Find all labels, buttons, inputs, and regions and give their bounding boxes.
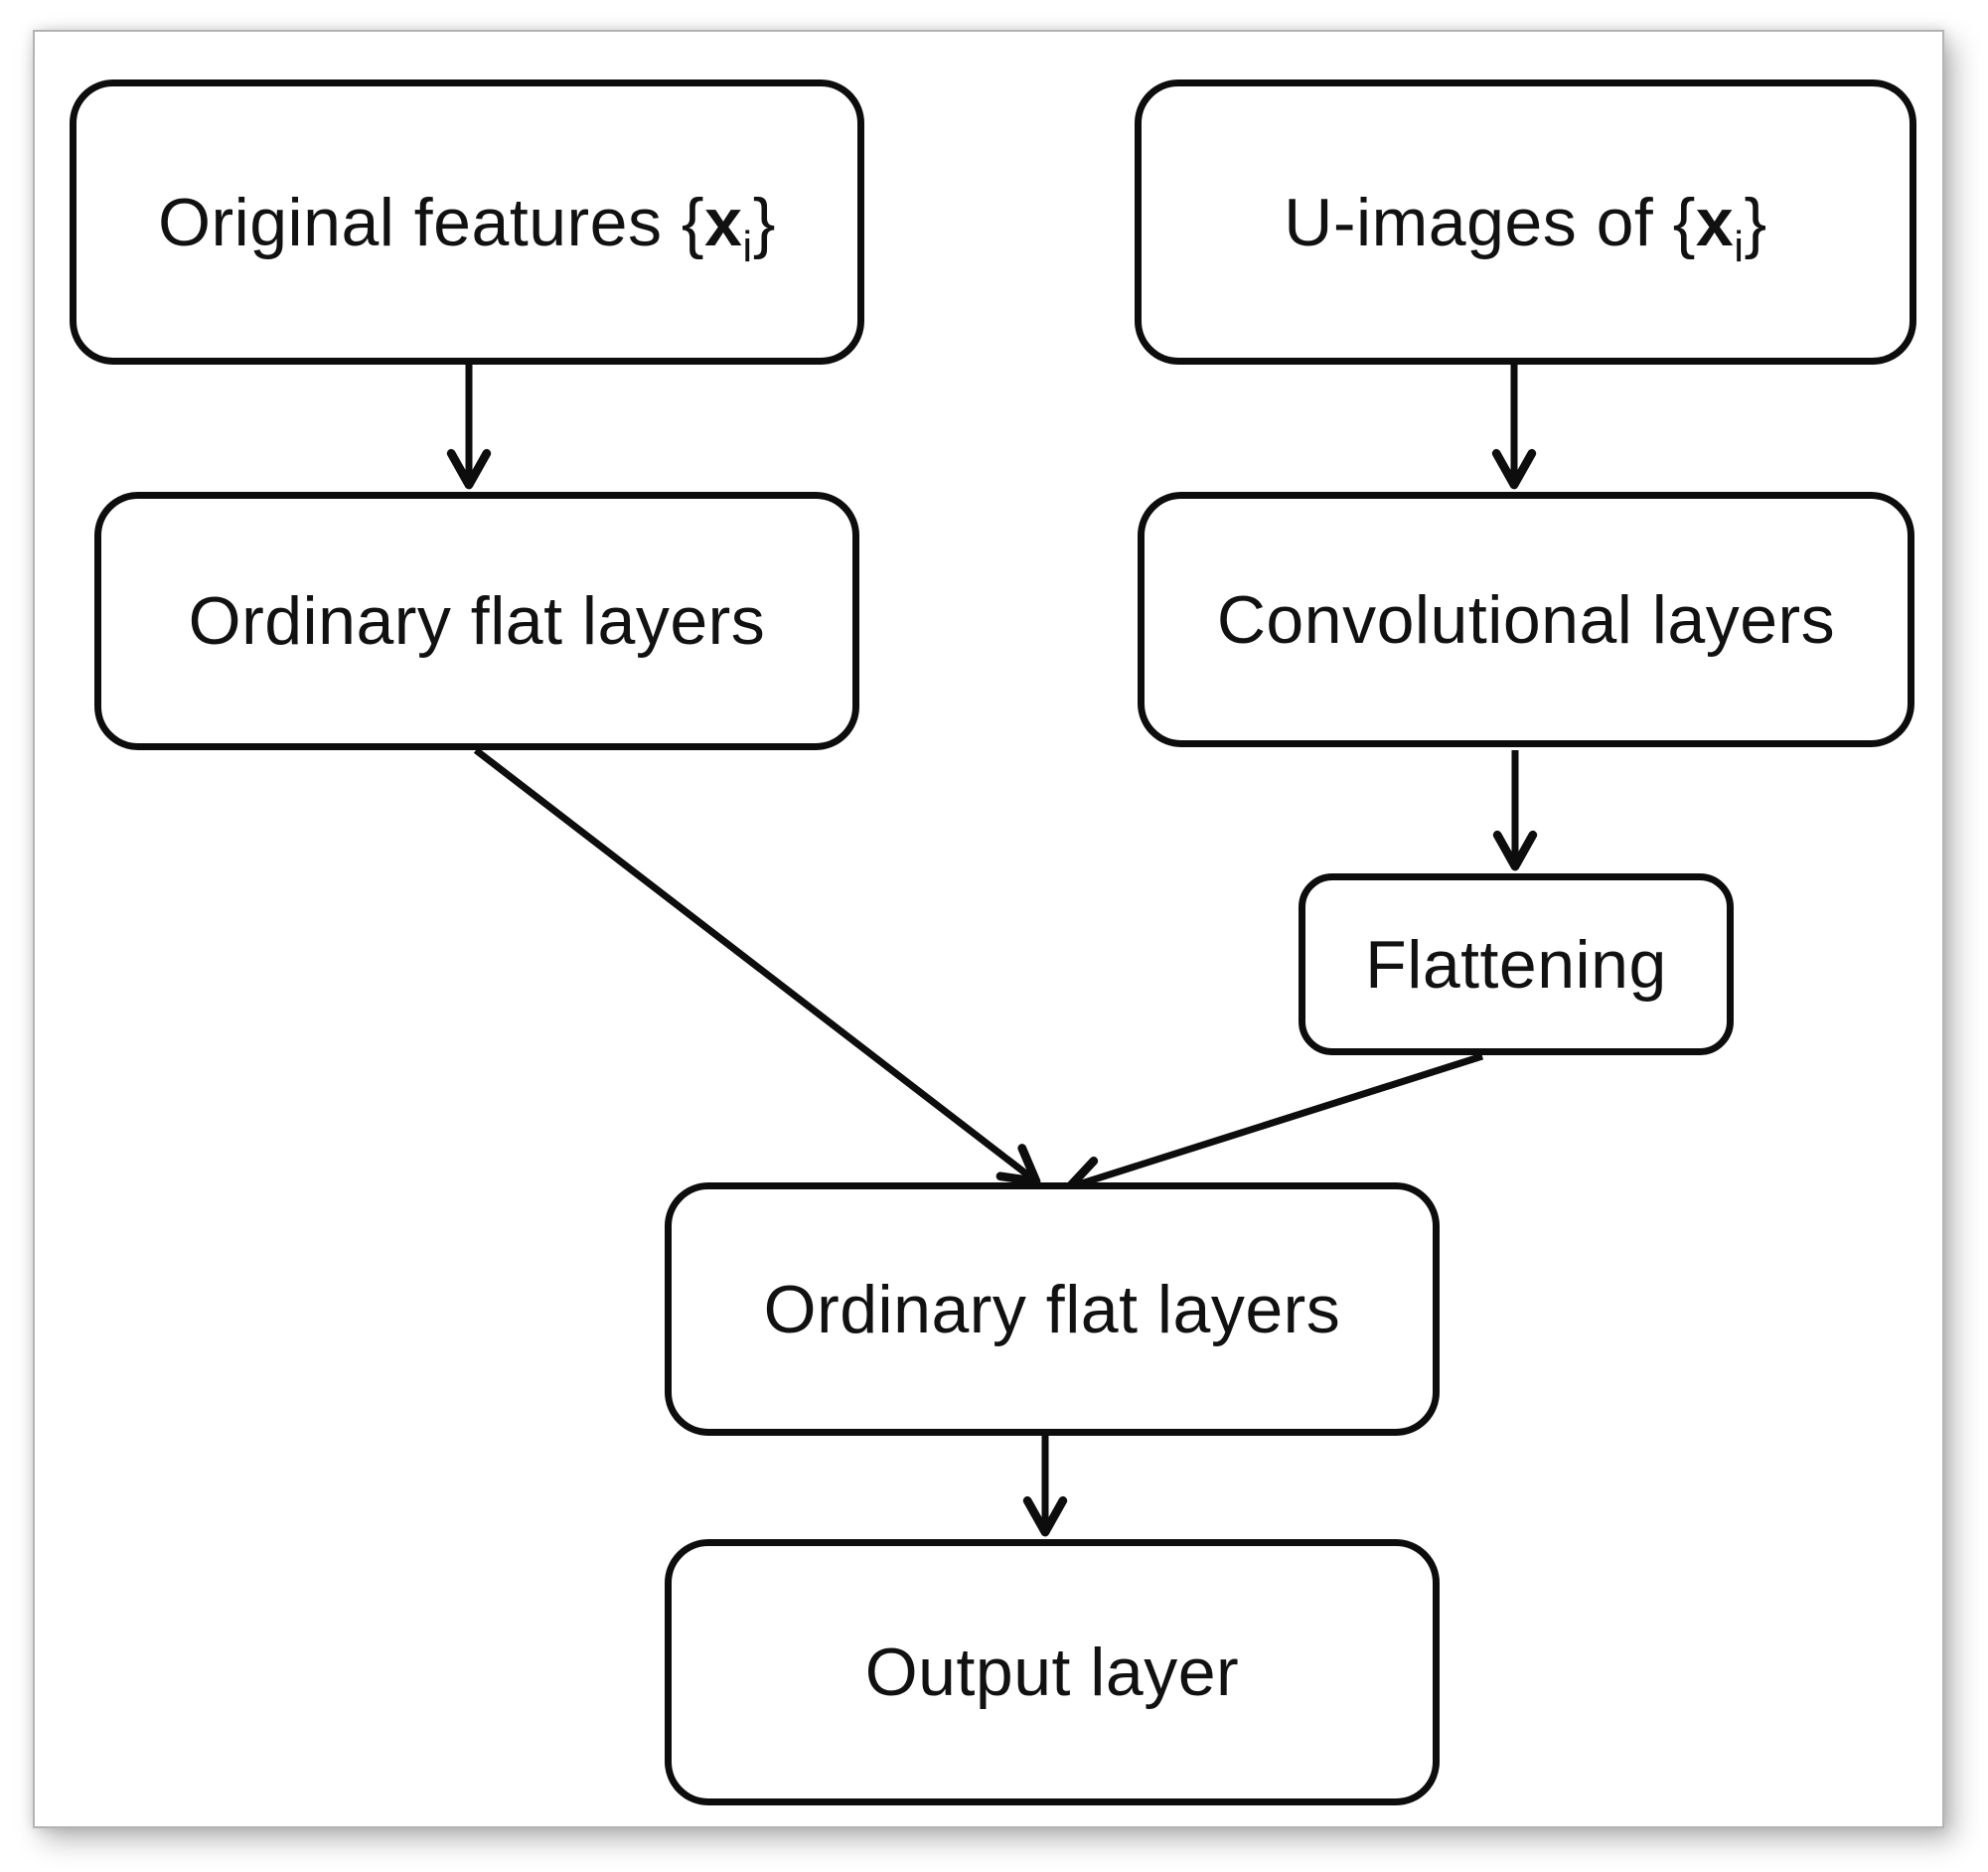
bold-x-symbol: x — [1695, 184, 1735, 260]
node-label: Output layer — [864, 1635, 1240, 1710]
node-original-features: Original features {xi} — [70, 79, 864, 365]
subscript-i: i — [1734, 222, 1745, 271]
node-label: Ordinary flat layers — [188, 583, 766, 659]
bold-x-symbol: x — [704, 184, 743, 260]
node-label: Flattening — [1365, 926, 1667, 1003]
node-ordinary-flat-layers-top: Ordinary flat layers — [94, 492, 859, 750]
edge-flattening-to-ordinarymid-arrow — [1064, 1052, 1484, 1199]
edges-layer — [446, 365, 1538, 1537]
node-flattening: Flattening — [1299, 873, 1734, 1055]
node-label: Ordinary flat layers — [763, 1271, 1341, 1347]
slide-page: Original features {xi} U-images of {xi} … — [33, 30, 1944, 1828]
node-convolutional-layers: Convolutional layers — [1138, 492, 1914, 747]
edge-ordinarytop-to-ordinarymid-arrow — [473, 747, 1041, 1186]
node-label: U-images of {xi} — [1284, 184, 1767, 271]
node-label: Convolutional layers — [1216, 581, 1836, 658]
node-output-layer: Output layer — [665, 1539, 1440, 1805]
subscript-i: i — [742, 222, 753, 271]
node-u-images: U-images of {xi} — [1135, 79, 1916, 365]
node-label: Original features {xi} — [158, 184, 776, 271]
node-ordinary-flat-layers-mid: Ordinary flat layers — [665, 1182, 1440, 1436]
